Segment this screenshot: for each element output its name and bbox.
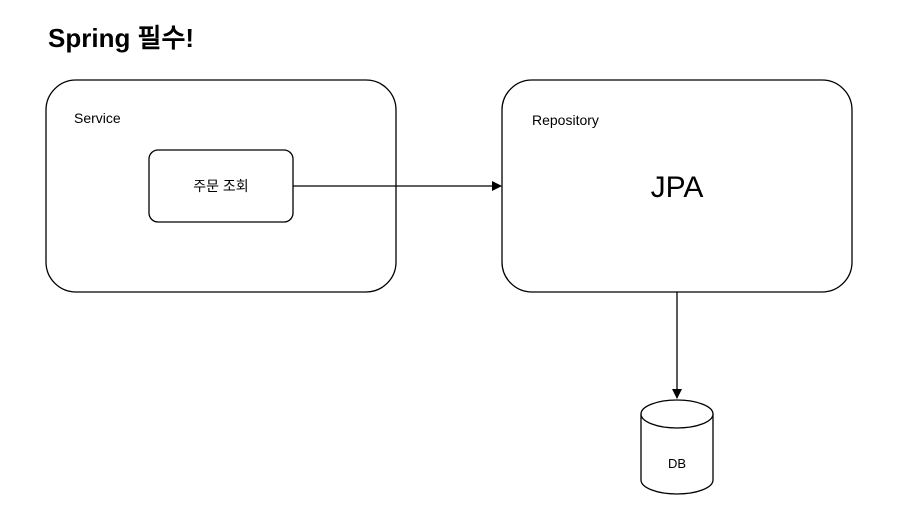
database-cylinder-body: [640, 414, 714, 495]
service-label: Service: [74, 110, 121, 126]
order-lookup-label: 주문 조회: [193, 178, 248, 194]
repository-container[interactable]: Repository JPA: [501, 79, 853, 293]
database-label: DB: [668, 456, 686, 471]
page-title: Spring 필수!: [48, 23, 195, 53]
database-cylinder-top: [640, 399, 714, 429]
order-lookup-box[interactable]: 주문 조회: [148, 149, 294, 223]
jpa-label: JPA: [651, 171, 704, 204]
database-cylinder[interactable]: DB: [640, 399, 714, 495]
repository-label: Repository: [532, 112, 599, 128]
